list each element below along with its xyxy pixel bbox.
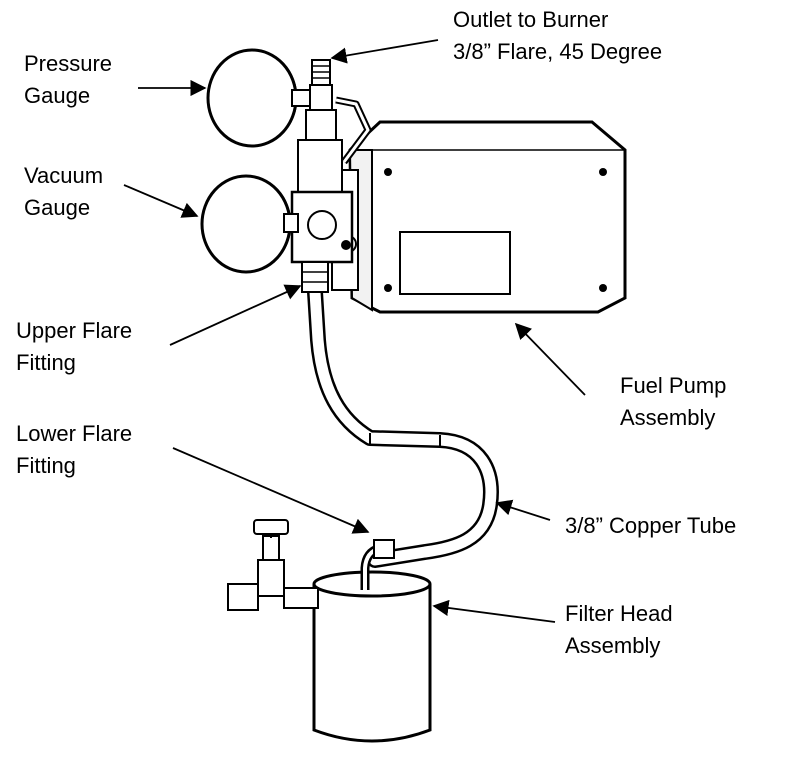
valve-manifold [290, 59, 372, 293]
label-lower-flare-line1: Lower Flare [16, 421, 133, 446]
arrow-fuel-pump [514, 322, 586, 396]
arrow-filter-head [432, 599, 556, 623]
label-lower-flare-line2: Fitting [16, 453, 76, 478]
arrow-lower-flare [172, 447, 370, 534]
label-pressure-line2: Gauge [24, 83, 91, 108]
label-copper-tube-line1: 3/8” Copper Tube [565, 513, 737, 538]
label-copper-tube: 3/8” Copper Tube [565, 510, 736, 542]
filter-canister [312, 570, 432, 743]
arrow-vacuum-gauge [123, 184, 199, 218]
copper-tube [307, 284, 499, 568]
label-fuel-pump-line1: Fuel Pump [620, 373, 727, 398]
arrow-upper-flare [169, 284, 302, 346]
vacuum-gauge [200, 174, 299, 274]
label-upper-flare-fitting: Upper Flare Fitting [16, 315, 132, 379]
arrow-copper-tube [495, 499, 551, 521]
label-upper-flare-line2: Fitting [16, 350, 76, 375]
filter-head-fittings [227, 519, 395, 611]
label-pressure-gauge: Pressure Gauge [24, 48, 112, 112]
label-outlet-to-burner: Outlet to Burner 3/8” Flare, 45 Degree [453, 4, 662, 68]
label-outlet-line1: Outlet to Burner [453, 7, 609, 32]
leader-arrows [123, 39, 586, 623]
label-filter-head-assembly: Filter Head Assembly [565, 598, 673, 662]
label-vacuum-line2: Gauge [24, 195, 91, 220]
label-filter-head-line1: Filter Head [565, 601, 673, 626]
label-pressure-line1: Pressure [24, 51, 113, 76]
label-filter-head-line2: Assembly [565, 633, 661, 658]
arrow-outlet [330, 39, 439, 64]
label-lower-flare-fitting: Lower Flare Fitting [16, 418, 132, 482]
label-vacuum-line1: Vacuum [24, 163, 104, 188]
fuel-pump-body [331, 120, 627, 314]
pressure-gauge [206, 48, 311, 148]
label-upper-flare-line1: Upper Flare [16, 318, 133, 343]
label-outlet-line2: 3/8” Flare, 45 Degree [453, 39, 663, 64]
label-fuel-pump-line2: Assembly [620, 405, 716, 430]
label-fuel-pump-assembly: Fuel Pump Assembly [620, 370, 726, 434]
label-vacuum-gauge: Vacuum Gauge [24, 160, 103, 224]
